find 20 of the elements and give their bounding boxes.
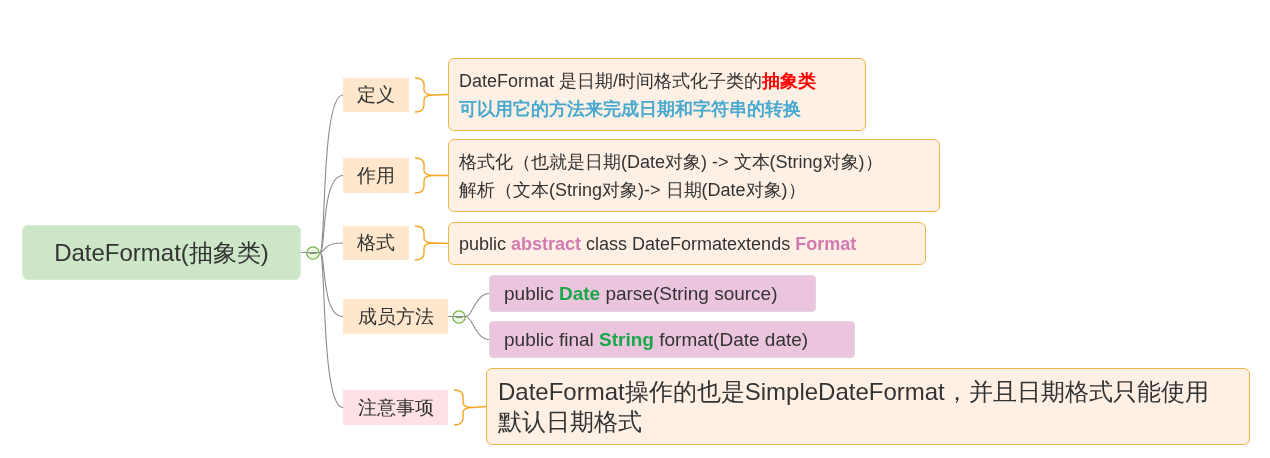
bracket-connector [414, 157, 449, 194]
text-line: 格式化（也就是日期(Date对象) -> 文本(String对象)） [459, 150, 884, 174]
note-box [448, 58, 866, 131]
text-line: DateFormat 是日期/时间格式化子类的抽象类 [459, 69, 818, 93]
bracket-connector [453, 389, 487, 426]
bracket-connector [414, 225, 449, 261]
method-box: public final String format(Date date) [489, 321, 855, 358]
method-box: public Date parse(String source) [489, 275, 816, 312]
note-box [448, 139, 940, 212]
branch-topic: 注意事项 [343, 390, 448, 425]
note-box: DateFormat操作的也是SimpleDateFormat，并且日期格式只能使用默认日期格式 [486, 368, 1250, 445]
branch-topic: 作用 [343, 158, 409, 193]
central-topic: DateFormat(抽象类) [22, 225, 301, 280]
note-box: public abstract class DateFormatextends Format [448, 222, 926, 265]
branch-topic: 成员方法 [343, 299, 448, 334]
branch-topic: 定义 [343, 78, 409, 112]
bracket-connector [414, 77, 449, 113]
text-line: 可以用它的方法来完成日期和字符串的转换 [459, 97, 802, 121]
branch-topic: 格式 [343, 226, 409, 260]
text-line: 解析（文本(String对象)-> 日期(Date对象)） [459, 178, 807, 202]
